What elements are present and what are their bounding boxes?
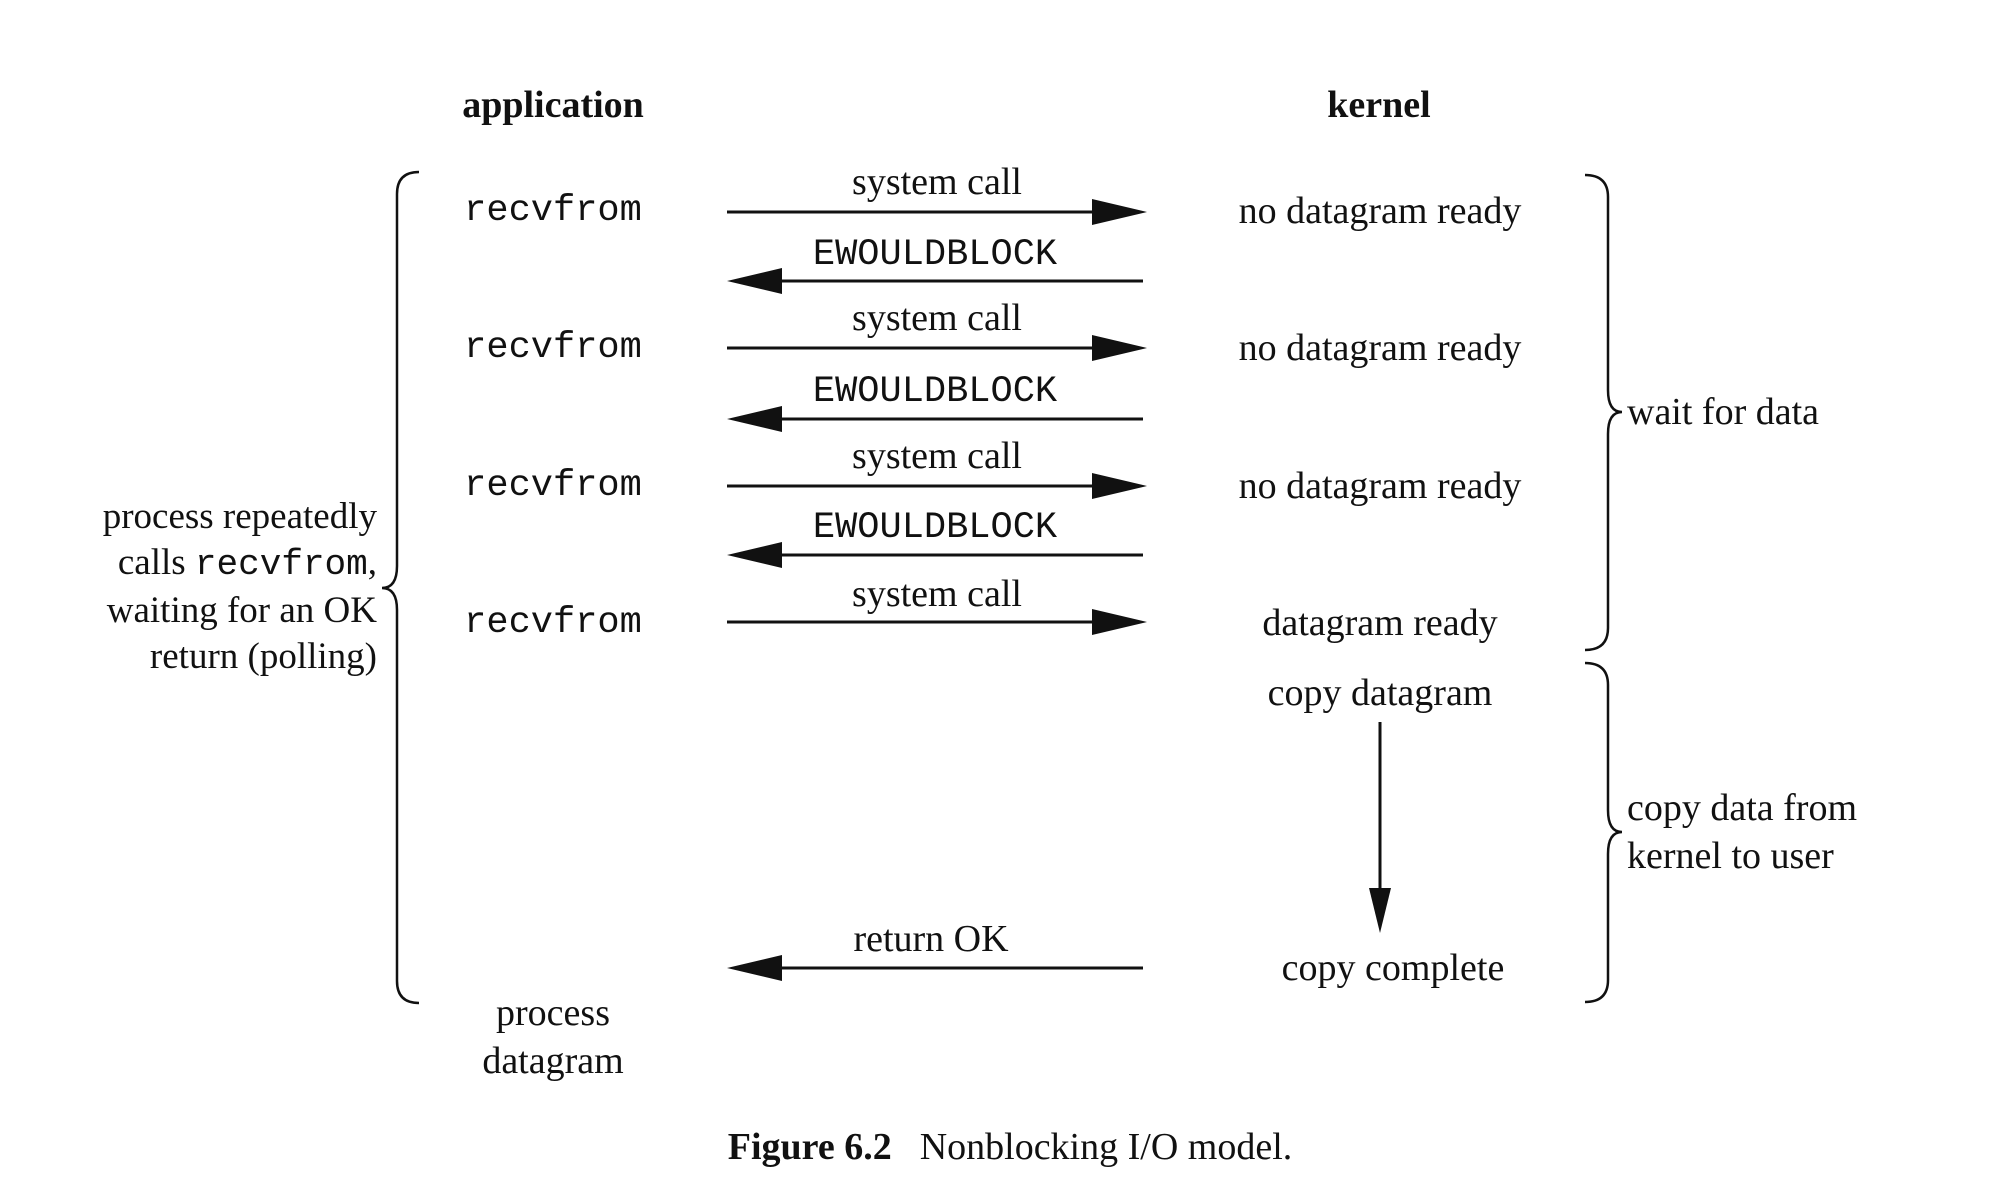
kernel-column-header: kernel [1327, 84, 1431, 126]
process-datagram-label: process datagram [482, 989, 623, 1085]
copy-data-brace [1584, 661, 1623, 1004]
polling-note-line3: waiting for an OK [106, 590, 377, 631]
polling-note-line4: return (polling) [149, 636, 377, 677]
polling-note-recvfrom-code: recvfrom [194, 544, 368, 585]
recvfrom-call-3: recvfrom [464, 465, 642, 507]
recvfrom-call-4: recvfrom [464, 602, 642, 644]
kernel-state-4: datagram ready [1262, 602, 1498, 644]
syscall-label-2: system call [852, 297, 1022, 339]
syscall-arrowhead-icon-4 [1092, 609, 1147, 635]
process-datagram-line1: process [496, 992, 610, 1034]
copy-data-label-line1: copy data from [1627, 787, 1858, 829]
figure-caption-title: Nonblocking I/O model. [919, 1126, 1293, 1168]
syscall-label-3: system call [852, 435, 1022, 477]
ewouldblock-arrowhead-icon-2 [727, 406, 782, 432]
syscall-label-4: system call [852, 573, 1022, 615]
polling-note: process repeatedly calls recvfrom, waiti… [103, 494, 377, 680]
copy-data-label-line2: kernel to user [1627, 835, 1834, 877]
copy-arrowhead-icon [1369, 888, 1391, 933]
ewouldblock-label-3: EWOULDBLOCK [812, 507, 1058, 549]
syscall-arrowhead-icon-3 [1092, 473, 1147, 499]
figure-caption-number: Figure 6.2 [727, 1126, 892, 1168]
return-ok-arrowhead-icon [727, 955, 782, 981]
application-column-header: application [462, 84, 644, 126]
kernel-state-3: no datagram ready [1238, 465, 1522, 507]
return-ok-label: return OK [853, 918, 1009, 960]
syscall-label-1: system call [852, 161, 1022, 203]
copy-data-label: copy data from kernel to user [1627, 784, 1857, 880]
ewouldblock-arrowhead-icon-1 [727, 268, 782, 294]
ewouldblock-label-1: EWOULDBLOCK [812, 234, 1058, 276]
recvfrom-call-2: recvfrom [464, 327, 642, 369]
figure-caption: Figure 6.2 Nonblocking I/O model. [728, 1123, 1293, 1171]
copy-complete-label: copy complete [1281, 947, 1505, 989]
polling-note-line1: process repeatedly [102, 496, 377, 537]
process-datagram-line2: datagram [482, 1040, 624, 1082]
polling-note-line2: calls recvfrom, [117, 542, 377, 585]
syscall-arrowhead-icon-1 [1092, 199, 1147, 225]
recvfrom-call-1: recvfrom [464, 190, 642, 232]
copy-datagram-label: copy datagram [1267, 672, 1493, 714]
wait-for-data-brace [1584, 173, 1623, 652]
syscall-arrowhead-icon-2 [1092, 335, 1147, 361]
ewouldblock-arrowhead-icon-3 [727, 542, 782, 568]
kernel-state-2: no datagram ready [1238, 327, 1522, 369]
wait-for-data-label: wait for data [1627, 391, 1820, 433]
kernel-state-1: no datagram ready [1238, 190, 1522, 232]
left-brace [381, 170, 420, 1005]
ewouldblock-label-2: EWOULDBLOCK [812, 371, 1058, 413]
